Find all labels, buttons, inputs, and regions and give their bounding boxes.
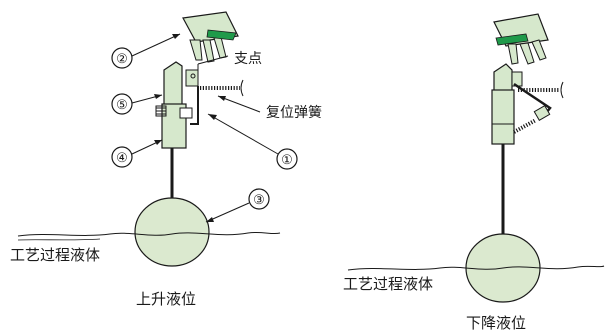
rising-level-assembly [17, 11, 281, 267]
switch-head-right [493, 13, 549, 65]
reset-spring-left [200, 79, 244, 97]
pivot-label: 支点 [234, 51, 262, 67]
switch-head-left [182, 11, 239, 63]
magnet-housing-left [155, 86, 199, 149]
actuator-left [163, 61, 199, 107]
falling-level-assembly [347, 13, 605, 303]
reset-spring-label: 复位弹簧 [266, 104, 322, 121]
reset-spring-right [513, 81, 564, 134]
liquid-surface-left [17, 231, 281, 237]
falling-level-label: 下降液位 [466, 314, 526, 332]
process-liquid-label-right: 工艺过程液体 [343, 275, 433, 293]
float-ball-left [134, 197, 210, 267]
rising-level-label: 上升液位 [136, 290, 196, 308]
callout-2-text: ② [116, 51, 128, 66]
callout-3: ③ [205, 188, 270, 223]
callout-4: ④ [111, 139, 163, 168]
pivot-leader [197, 55, 229, 78]
actuator-right [493, 63, 523, 93]
process-liquid-label-left: 工艺过程液体 [10, 246, 100, 264]
callout-3-text: ③ [253, 192, 265, 207]
callout-1: ① [207, 113, 298, 170]
callout-1-text: ① [281, 152, 293, 167]
callout-5-text: ⑤ [116, 97, 128, 112]
callout-2: ② [111, 33, 181, 69]
reset-spring-leader [217, 95, 261, 113]
magnet-housing-right [491, 82, 552, 145]
callout-4-text: ④ [116, 150, 128, 165]
liquid-surface-right [347, 265, 605, 271]
callout-5: ⑤ [111, 93, 163, 115]
